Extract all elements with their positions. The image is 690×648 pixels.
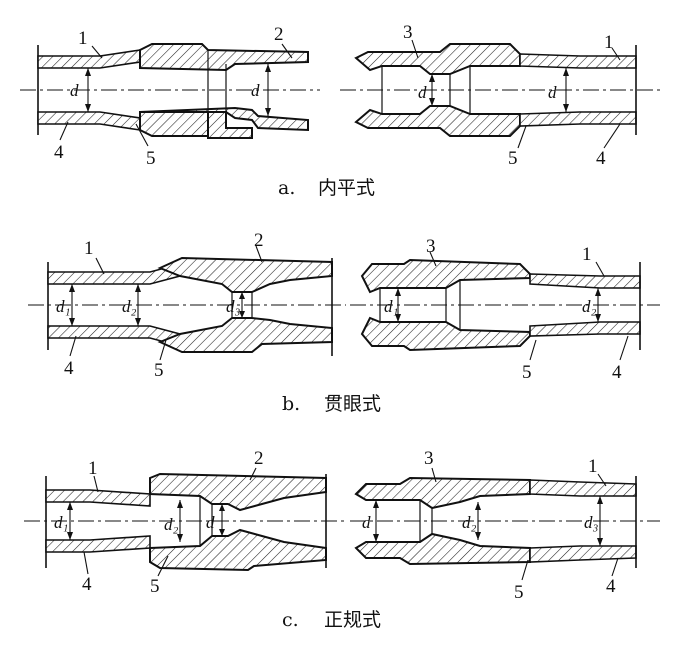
caption-b-letter: b. xyxy=(282,393,300,415)
box-body-bottom xyxy=(149,528,327,572)
part-number-4r: 4 xyxy=(612,362,622,383)
pipe-wall-top-r xyxy=(529,479,637,497)
caption-a-name: 内平式 xyxy=(318,177,375,199)
caption-c: c. 正规式 xyxy=(282,609,381,631)
dim-label-l2: d₂ xyxy=(122,297,137,316)
box-body-bottom xyxy=(354,105,521,137)
part-number-3: 3 xyxy=(403,22,413,43)
box-body-top xyxy=(157,256,333,293)
dim-label-l3: d xyxy=(206,513,215,532)
pin-body-bottom xyxy=(139,111,209,137)
joint-b: d₁ d₂ d₃ 1 2 4 5 xyxy=(28,230,660,415)
part-number-1r: 1 xyxy=(604,32,614,53)
dim-label-l1: d xyxy=(70,81,79,100)
pipe-wall-top-r xyxy=(519,53,637,69)
dim-label-r2: d₂ xyxy=(462,513,477,532)
dim-label-r1: d xyxy=(362,513,371,532)
caption-c-name: 正规式 xyxy=(324,609,381,631)
part-number-3: 3 xyxy=(426,236,436,257)
pin-body-top xyxy=(354,476,531,510)
joint-a-right: d d 3 1 5 4 xyxy=(340,22,660,169)
part-number-4: 4 xyxy=(82,574,92,595)
part-number-1: 1 xyxy=(84,238,94,259)
pin-body-top xyxy=(139,43,309,72)
part-number-3: 3 xyxy=(424,448,434,469)
dim-label-r2: d₂ xyxy=(582,297,597,316)
pin-body-bottom xyxy=(360,316,531,352)
dim-label-l3: d₃ xyxy=(226,297,241,316)
joint-a: d d 1 2 4 5 xyxy=(20,22,660,199)
part-number-5r: 5 xyxy=(514,582,524,603)
box-body-bottom xyxy=(157,317,333,353)
pipe-wall-top xyxy=(37,49,141,69)
joint-c-right: d d₂ d₃ 3 1 5 4 xyxy=(350,448,660,603)
part-number-1: 1 xyxy=(88,458,98,479)
part-number-4: 4 xyxy=(54,142,64,163)
part-number-1r: 1 xyxy=(582,244,592,265)
dim-label-r1: d xyxy=(418,83,427,102)
joint-c-left: d₁ d₂ d 1 2 4 5 xyxy=(24,448,346,597)
part-number-5: 5 xyxy=(154,360,164,381)
pipe-wall-bottom-r xyxy=(529,321,641,337)
box-body-top xyxy=(149,472,327,512)
part-number-5r: 5 xyxy=(508,148,518,169)
part-number-2: 2 xyxy=(254,448,264,469)
joint-b-left: d₁ d₂ d₃ 1 2 4 5 xyxy=(28,230,346,381)
part-number-4r: 4 xyxy=(596,148,606,169)
pin-body-top xyxy=(360,258,531,294)
dim-label-r2: d xyxy=(548,83,557,102)
part-number-2: 2 xyxy=(254,230,264,251)
part-number-5: 5 xyxy=(146,148,156,169)
pipe-wall-top-r xyxy=(529,273,641,289)
part-number-2: 2 xyxy=(274,24,284,45)
dim-label-l1: d₁ xyxy=(56,297,70,316)
part-number-1r: 1 xyxy=(588,456,598,477)
caption-b: b. 贯眼式 xyxy=(282,393,381,415)
dim-label-r1: d₁ xyxy=(384,297,398,316)
pipe-wall-top xyxy=(45,489,151,507)
caption-a-letter: a. xyxy=(278,177,295,199)
pipe-wall-bottom-r xyxy=(519,111,637,127)
joint-a-left: d d 1 2 4 5 xyxy=(20,24,320,169)
dim-label-l1: d₁ xyxy=(54,513,68,532)
part-number-1: 1 xyxy=(78,28,88,49)
box-body-top xyxy=(354,43,521,75)
joint-b-right: d₁ d₂ 3 1 5 4 xyxy=(350,236,660,383)
pipe-wall-bottom-r xyxy=(529,545,637,563)
part-number-4: 4 xyxy=(64,358,74,379)
caption-b-name: 贯眼式 xyxy=(324,393,381,415)
dim-label-r3: d₃ xyxy=(584,513,599,532)
dim-label-l2: d₂ xyxy=(164,515,179,534)
pipe-wall-bottom xyxy=(45,535,151,553)
caption-a: a. 内平式 xyxy=(278,177,375,199)
part-number-4r: 4 xyxy=(606,576,616,597)
caption-c-letter: c. xyxy=(282,609,299,631)
dim-label-l2: d xyxy=(251,81,260,100)
part-number-5r: 5 xyxy=(522,362,532,383)
pin-body-bottom xyxy=(354,532,531,566)
pipe-wall-bottom xyxy=(37,111,141,131)
pin-body-bottom-thread xyxy=(139,106,309,132)
joint-c: d₁ d₂ d 1 2 4 5 xyxy=(24,448,660,631)
part-number-5: 5 xyxy=(150,576,160,597)
